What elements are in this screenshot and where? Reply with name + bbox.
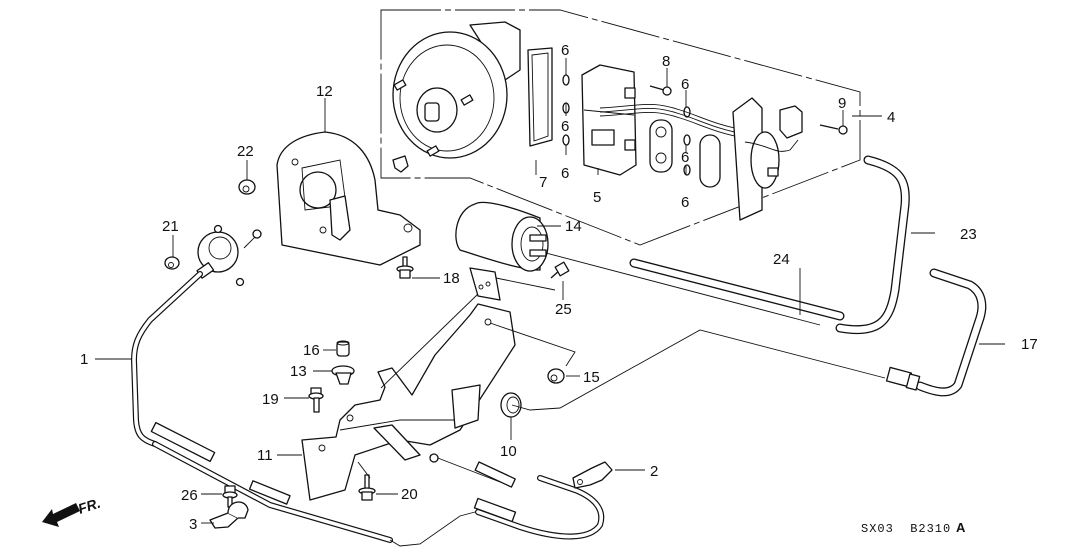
callout-9[interactable]: 9 bbox=[838, 95, 846, 112]
callout-6d[interactable]: 6 bbox=[681, 76, 689, 93]
diagram-code: SX03 B2310 bbox=[861, 522, 951, 536]
tapping-screw-8[interactable] bbox=[649, 85, 672, 96]
callout-3[interactable]: 3 bbox=[189, 516, 197, 533]
callout-6a[interactable]: 6 bbox=[561, 42, 569, 59]
cable-clamp[interactable] bbox=[209, 501, 249, 529]
vacuum-tank[interactable] bbox=[455, 201, 549, 301]
flange-nut-22[interactable] bbox=[238, 179, 256, 195]
callout-11[interactable]: 11 bbox=[257, 447, 273, 464]
callout-18[interactable]: 18 bbox=[443, 270, 460, 287]
mounting-plate[interactable] bbox=[732, 97, 803, 221]
flange-nut-21[interactable] bbox=[164, 256, 180, 270]
actuator-cover[interactable] bbox=[276, 131, 421, 266]
callout-5[interactable]: 5 bbox=[593, 189, 601, 206]
callout-17[interactable]: 17 bbox=[1021, 336, 1038, 353]
callout-12[interactable]: 12 bbox=[316, 83, 333, 100]
tapping-screw-9[interactable] bbox=[819, 124, 848, 135]
cable-end-clip[interactable] bbox=[572, 461, 613, 489]
reference-code: SX03 B2310 A bbox=[861, 520, 966, 536]
tapping-screw-25[interactable] bbox=[550, 261, 570, 279]
throttle-cable[interactable] bbox=[131, 271, 605, 547]
callout-14[interactable]: 14 bbox=[565, 218, 582, 235]
flange-bolt-20[interactable] bbox=[358, 474, 376, 501]
callout-4[interactable]: 4 bbox=[887, 109, 895, 126]
callout-6b[interactable]: 6 bbox=[561, 118, 569, 135]
front-label: FR. bbox=[76, 495, 102, 517]
callout-2[interactable]: 2 bbox=[650, 463, 658, 480]
grommet-10[interactable] bbox=[500, 392, 522, 418]
callout-6e[interactable]: 6 bbox=[681, 149, 689, 166]
flange-bolt-26[interactable] bbox=[222, 485, 238, 508]
callout-24[interactable]: 24 bbox=[773, 251, 790, 268]
callout-21[interactable]: 21 bbox=[162, 218, 179, 235]
callout-1[interactable]: 1 bbox=[80, 351, 88, 368]
grommet-13[interactable] bbox=[331, 365, 355, 385]
rubber-seal[interactable] bbox=[699, 134, 721, 188]
front-arrow-icon bbox=[42, 503, 80, 527]
flange-bolt-19[interactable] bbox=[308, 387, 324, 413]
callout-7[interactable]: 7 bbox=[539, 174, 547, 191]
grommet-plate[interactable] bbox=[649, 119, 673, 173]
callout-10[interactable]: 10 bbox=[500, 443, 517, 460]
callout-6c[interactable]: 6 bbox=[561, 165, 569, 182]
front-direction-indicator: FR. bbox=[42, 495, 102, 527]
callout-22[interactable]: 22 bbox=[237, 143, 254, 160]
vacuum-hose-23[interactable] bbox=[835, 155, 910, 335]
actuator-bracket[interactable] bbox=[301, 303, 516, 501]
actuator-cap[interactable] bbox=[196, 224, 262, 287]
callout-25[interactable]: 25 bbox=[555, 301, 572, 318]
collar-16[interactable] bbox=[336, 340, 350, 357]
wire-harness bbox=[599, 103, 746, 139]
solenoid-valve[interactable] bbox=[581, 64, 637, 176]
callout-labels: 1 2 3 4 5 6 6 6 6 6 6 7 8 9 10 11 12 13 … bbox=[80, 42, 1038, 533]
callout-19[interactable]: 19 bbox=[262, 391, 279, 408]
gasket[interactable] bbox=[527, 47, 553, 147]
nut-15[interactable] bbox=[547, 368, 565, 384]
vacuum-hose-17[interactable] bbox=[885, 268, 987, 397]
diagram-revision: A bbox=[956, 520, 966, 535]
callout-15[interactable]: 15 bbox=[583, 369, 600, 386]
callout-8[interactable]: 8 bbox=[662, 53, 670, 70]
vacuum-tube-24[interactable] bbox=[629, 258, 845, 321]
leader-lines bbox=[95, 58, 1005, 524]
callout-23[interactable]: 23 bbox=[960, 226, 977, 243]
callout-20[interactable]: 20 bbox=[401, 486, 418, 503]
callout-13[interactable]: 13 bbox=[290, 363, 307, 380]
actuator-housing[interactable] bbox=[392, 21, 521, 173]
callout-16[interactable]: 16 bbox=[303, 342, 320, 359]
callout-26[interactable]: 26 bbox=[181, 487, 198, 504]
flange-bolt-18[interactable] bbox=[396, 256, 414, 279]
callout-6f[interactable]: 6 bbox=[681, 194, 689, 211]
